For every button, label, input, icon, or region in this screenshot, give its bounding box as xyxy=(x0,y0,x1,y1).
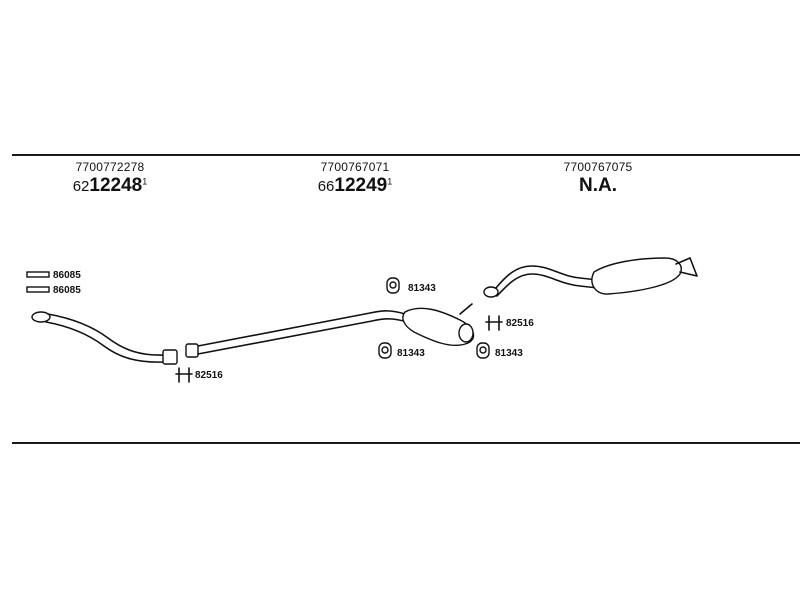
middle-silencer-body xyxy=(402,307,475,347)
front-pipe-header: 7700772278 62122481 xyxy=(30,160,190,197)
hanger-upper-icon xyxy=(386,277,400,294)
rear-pipe-inlet-flange xyxy=(483,286,499,298)
front-pipe-oem-number: 7700772278 xyxy=(75,160,145,174)
gasket-top-icon xyxy=(26,271,50,278)
hanger-lower-left-icon xyxy=(378,342,392,359)
hanger-lower-right-icon xyxy=(476,342,490,359)
front-pipe-ref-number: 62122481 xyxy=(30,175,190,197)
rear-pipe-tube-lower xyxy=(496,273,599,297)
middle-pipe-tube-upper xyxy=(197,310,406,347)
gasket-bottom-icon xyxy=(26,286,50,293)
front-pipe-flange xyxy=(31,311,51,323)
middle-silencer-outlet xyxy=(458,323,474,343)
gasket-top-label: 86085 xyxy=(53,270,81,281)
clamp-rear-label: 82516 xyxy=(506,318,534,329)
rear-silencer-drawing xyxy=(483,257,698,298)
middle-silencer-ref-main: 12249 xyxy=(334,175,388,196)
hanger-upper-label: 81343 xyxy=(408,283,436,294)
middle-pipe-inlet-sleeve xyxy=(185,343,199,358)
hanger-lower-left-label: 81343 xyxy=(397,348,425,359)
middle-silencer-ref-number: 66122491 xyxy=(275,175,435,197)
middle-silencer-oem-number: 7700767071 xyxy=(320,160,390,174)
rear-silencer-body xyxy=(591,257,682,295)
middle-silencer-header: 7700767071 66122491 xyxy=(275,160,435,197)
rear-silencer-oem-number: 7700767075 xyxy=(563,160,633,174)
middle-silencer-ref-sup: 1 xyxy=(387,176,393,187)
front-pipe-ref-prefix: 62 xyxy=(72,178,90,195)
rear-silencer-tailpipe xyxy=(675,257,698,277)
front-pipe-ref-sup: 1 xyxy=(142,176,148,187)
clamp-front-label: 82516 xyxy=(195,370,223,381)
rear-silencer-header: 7700767075 N.A. xyxy=(518,160,678,197)
front-pipe-tube-upper xyxy=(47,313,166,356)
front-pipe-outlet-sleeve xyxy=(162,349,178,365)
front-pipe-tube-lower xyxy=(45,321,166,363)
middle-silencer-tail xyxy=(459,303,473,315)
middle-pipe-drawing xyxy=(185,303,475,358)
middle-silencer-ref-prefix: 66 xyxy=(317,178,335,195)
clamp-front-icon xyxy=(175,367,193,383)
front-pipe-drawing xyxy=(31,311,178,365)
middle-pipe-tube-lower xyxy=(197,318,408,355)
clamp-rear-icon xyxy=(485,315,503,331)
gasket-bottom-label: 86085 xyxy=(53,285,81,296)
rear-silencer-ref-not-available: N.A. xyxy=(579,175,617,196)
bottom-divider-line xyxy=(12,442,800,444)
front-pipe-ref-main: 12248 xyxy=(89,175,143,196)
top-divider-line xyxy=(12,154,800,156)
hanger-lower-right-label: 81343 xyxy=(495,348,523,359)
gasket-icon xyxy=(26,271,50,293)
rear-pipe-tube-upper xyxy=(495,265,599,289)
